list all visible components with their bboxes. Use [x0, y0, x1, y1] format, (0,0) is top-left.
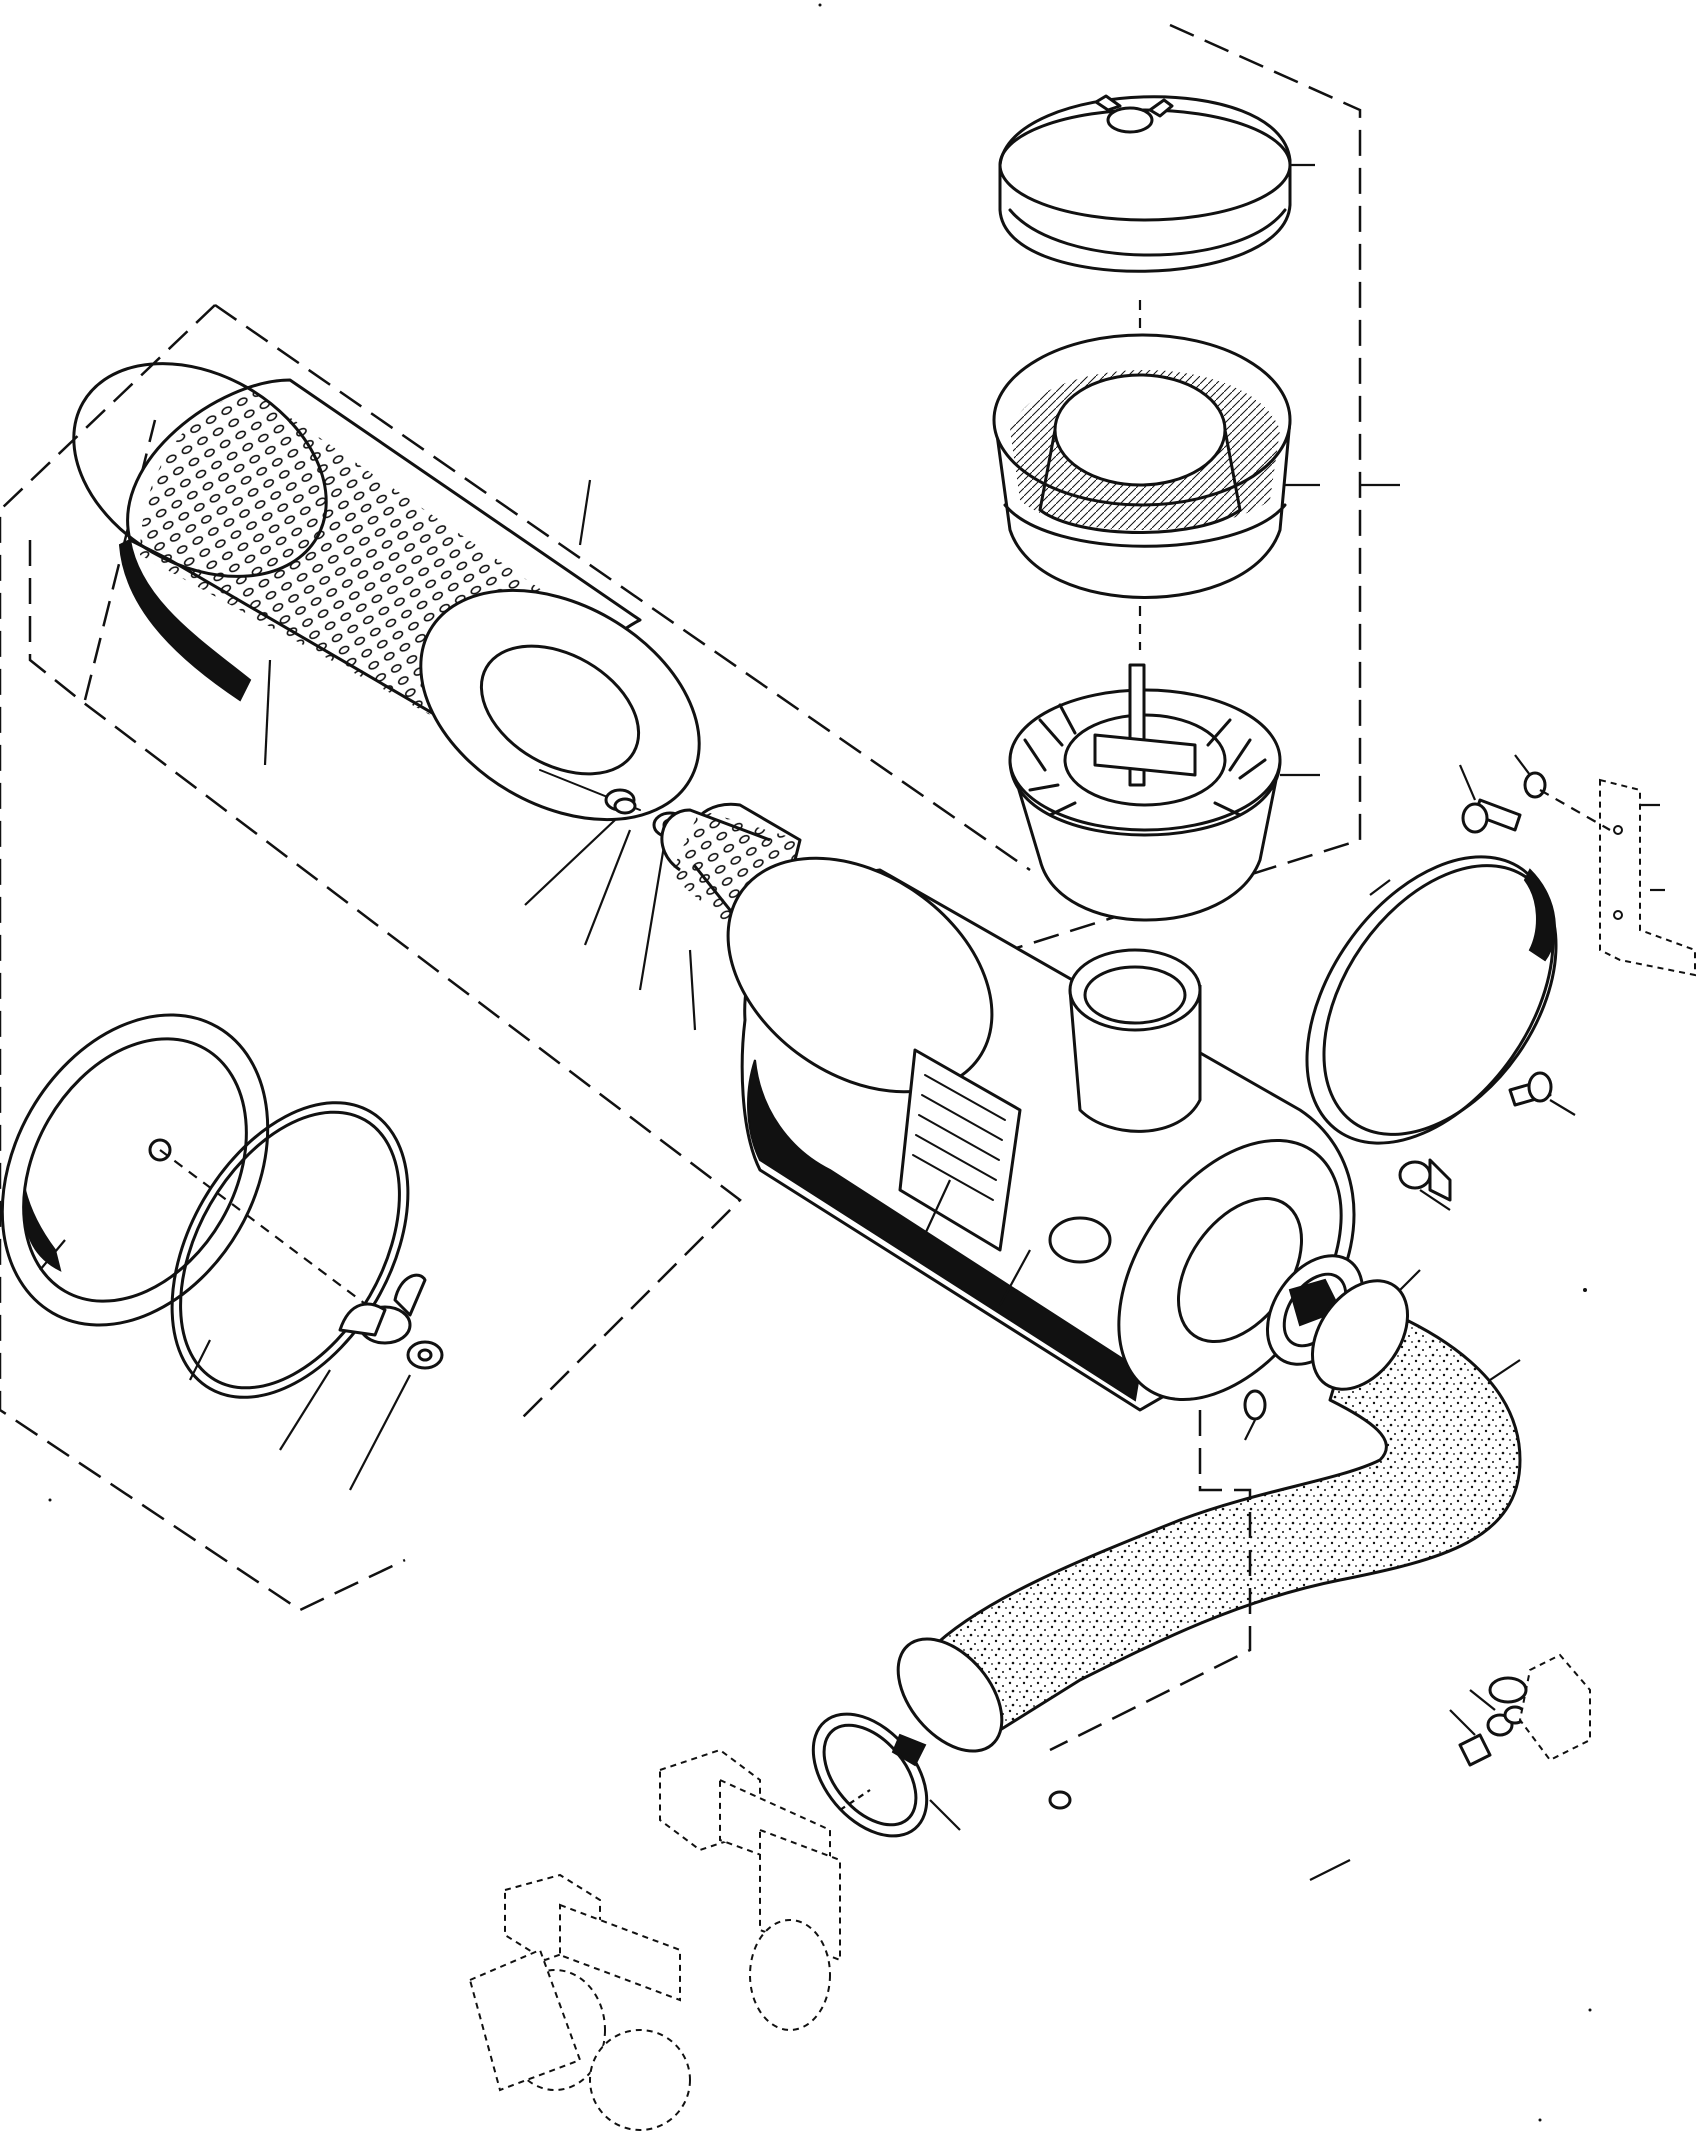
element-bolt — [524, 769, 688, 991]
cover-assembly-bracket — [1009, 23, 1400, 952]
instruction-label — [898, 1048, 1022, 1252]
drain-fitting — [1449, 1653, 1591, 1767]
drain-tube — [1048, 1726, 1454, 1965]
housing-inlet-neck — [1068, 948, 1202, 1133]
dust-cover — [998, 94, 1315, 273]
end-cover-wing-nut — [159, 1149, 444, 1491]
wing-nut-icon — [1094, 94, 1174, 134]
vane-element — [1008, 663, 1320, 922]
support-bracket — [1539, 778, 1696, 977]
band-bolt-bottom — [1398, 1071, 1576, 1211]
service-indicator-port — [1048, 1216, 1112, 1264]
manifold-hose-clamp — [811, 1712, 961, 1838]
intake-hose — [896, 1269, 1522, 1753]
end-cover-seal-ring — [170, 1101, 410, 1399]
cyclone-bowl — [992, 333, 1320, 599]
mounting-band — [1305, 855, 1558, 1202]
outer-filter-element — [72, 362, 701, 822]
filter-housing — [726, 856, 1356, 1412]
intake-manifold-phantom — [468, 1748, 871, 2131]
end-cover — [0, 1013, 270, 1327]
print-specks — [48, 3, 1592, 2122]
band-bolt-top — [1458, 754, 1547, 834]
hose-hanger — [1049, 1389, 1267, 1752]
